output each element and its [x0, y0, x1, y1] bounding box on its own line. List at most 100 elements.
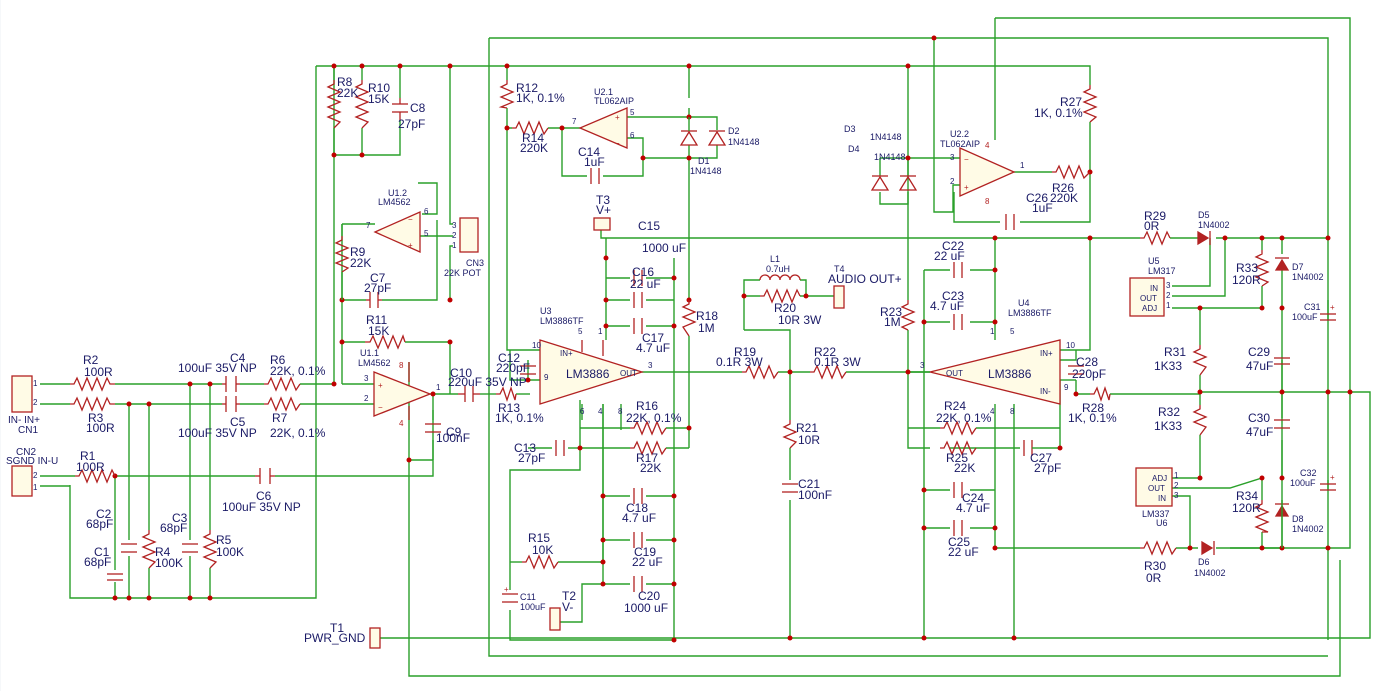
- svg-text:6: 6: [424, 207, 429, 216]
- svg-text:+: +: [1330, 303, 1335, 312]
- d1-value: 1N4148: [690, 166, 722, 176]
- c32-value: 100uF: [1290, 478, 1316, 488]
- svg-text:2: 2: [33, 398, 38, 407]
- c19-label: C19: [634, 545, 656, 559]
- c11-label: C11: [520, 592, 536, 602]
- r12-label: R12: [516, 81, 538, 95]
- c1-value: 68pF: [84, 555, 111, 569]
- svg-text:+: +: [378, 381, 383, 390]
- t4-label: T4: [834, 264, 845, 274]
- c28-label: C28: [1076, 355, 1098, 369]
- svg-text:8: 8: [399, 361, 404, 370]
- u4-label: U4: [1018, 298, 1030, 308]
- c23-label: C23: [942, 289, 964, 303]
- c8-value: 27pF: [398, 117, 425, 131]
- r2-label: R2: [83, 353, 99, 367]
- svg-text:1: 1: [436, 383, 441, 392]
- c12-label: C12: [498, 351, 520, 365]
- r30-label: R30: [1144, 559, 1166, 573]
- u11-value: LM4562: [358, 358, 391, 368]
- d8-value: 1N4002: [1292, 524, 1324, 534]
- d7-label: D7: [1292, 262, 1304, 272]
- r5-label: R5: [216, 533, 232, 547]
- svg-text:3: 3: [648, 361, 653, 370]
- r34-label: R34: [1236, 489, 1258, 503]
- c28-value: 220pF: [1072, 367, 1106, 381]
- c24-value: 4.7 uF: [956, 501, 990, 515]
- component-labels: R2 100R R3 100R R1 100R C2 68pF C1 68pF …: [76, 75, 1324, 645]
- diodes: [679, 117, 1290, 556]
- u3-body: LM3886: [566, 367, 610, 381]
- r17-label: R17: [636, 451, 658, 465]
- t3-value: V+: [596, 203, 611, 217]
- r5-value: 100K: [216, 545, 244, 559]
- u4-in-plus: IN+: [1040, 349, 1053, 358]
- r32-label: R32: [1158, 405, 1180, 419]
- r6-value: 22K, 0.1%: [270, 364, 326, 378]
- svg-text:4: 4: [598, 407, 603, 416]
- l1-value: 0.7uH: [766, 264, 790, 274]
- svg-text:7: 7: [366, 221, 371, 230]
- svg-text:3: 3: [452, 221, 457, 230]
- c5-value: 100uF 35V NP: [178, 426, 257, 440]
- c27-label: C27: [1030, 451, 1052, 465]
- c9-label: C9: [446, 425, 462, 439]
- r28-value: 1K, 0.1%: [1068, 411, 1117, 425]
- d6-label: D6: [1198, 557, 1210, 567]
- svg-text:+: +: [1330, 473, 1335, 482]
- u3-label: U3: [540, 306, 552, 316]
- r10-label: R10: [368, 81, 390, 95]
- svg-text:1: 1: [1174, 471, 1179, 480]
- c30-label: C30: [1248, 411, 1270, 425]
- c17-label: C17: [642, 331, 664, 345]
- svg-text:+: +: [615, 113, 620, 122]
- r13-value: 1K, 0.1%: [495, 411, 544, 425]
- opamp-u12: −+ 65 7: [366, 207, 429, 254]
- svg-text:2: 2: [33, 471, 38, 480]
- c18-value: 4.7 uF: [622, 511, 656, 525]
- svg-text:10: 10: [532, 341, 541, 350]
- c17-value: 4.7 uF: [636, 341, 670, 355]
- r16-label: R16: [636, 399, 658, 413]
- u3-out: OUT: [620, 369, 637, 378]
- svg-text:3: 3: [1166, 281, 1171, 290]
- u6-out: OUT: [1148, 484, 1165, 493]
- c30-value: 47uF: [1246, 425, 1273, 439]
- u4-in-minus: IN-: [1040, 387, 1051, 396]
- t2-label: T2: [562, 589, 576, 603]
- r3-value: 100R: [86, 421, 115, 435]
- r18-label: R18: [696, 309, 718, 323]
- r26-label: R26: [1052, 181, 1074, 195]
- svg-text:9: 9: [1064, 383, 1069, 392]
- d5-value: 1N4002: [1198, 220, 1230, 230]
- c9-value: 100nF: [436, 431, 470, 445]
- svg-text:−: −: [378, 403, 383, 412]
- svg-text:−: −: [615, 139, 620, 148]
- c12-value: 220pF: [496, 361, 530, 375]
- c32-label: C32: [1300, 468, 1317, 478]
- c8-label: C8: [410, 101, 426, 115]
- c7-value: 27pF: [364, 281, 391, 295]
- r31-label: R31: [1164, 345, 1186, 359]
- svg-text:9: 9: [544, 373, 549, 382]
- r31-value: 1K33: [1154, 359, 1182, 373]
- svg-text:+: +: [408, 241, 413, 250]
- u22-label: U2.2: [950, 129, 969, 139]
- r17-value: 22K: [640, 461, 661, 475]
- r34-value: 120R: [1232, 501, 1261, 515]
- r8-value: 22K: [337, 86, 358, 100]
- c2-label: C2: [96, 507, 112, 521]
- r15-label: R15: [528, 531, 550, 545]
- connector-cn3: 321 CN3 22K POT: [444, 217, 484, 278]
- c27-value: 27pF: [1034, 461, 1061, 475]
- c3-label: C3: [172, 511, 188, 525]
- u11-label: U1.1: [360, 348, 379, 358]
- r7-label: R7: [272, 411, 288, 425]
- regulator-u5: IN OUT ADJ 321: [1129, 277, 1171, 317]
- svg-text:1: 1: [33, 379, 38, 388]
- r22-label: R22: [814, 345, 836, 359]
- u6-value: LM337: [1142, 509, 1170, 519]
- svg-text:4: 4: [990, 407, 995, 416]
